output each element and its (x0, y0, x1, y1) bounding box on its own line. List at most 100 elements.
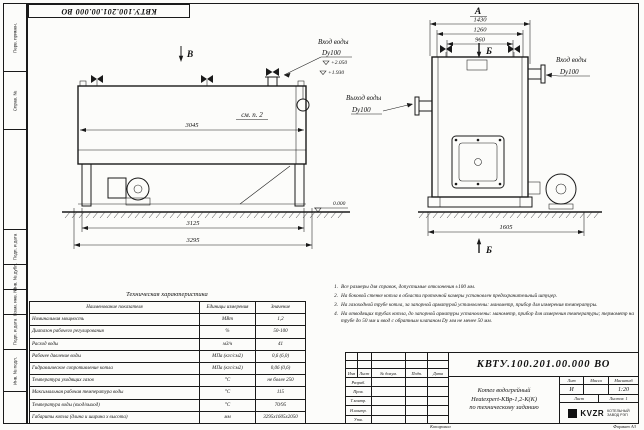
section-label: Б (485, 246, 492, 256)
cell: Рабочее давление воды (29, 349, 200, 363)
cell: МПа (кгс/см2) (199, 361, 256, 376)
note-text: Все размеры для справок, допустимые откл… (341, 284, 476, 290)
note-item: 4.На отводящих трубах котла, до запорной… (330, 311, 636, 325)
format-note: Формат А3 (613, 424, 636, 429)
lit-label: Лит (560, 377, 584, 384)
see-note-callout: см. п. 2 (236, 111, 268, 120)
cell: 0,06 (0,6) (255, 361, 306, 376)
margin-cell: Инв. № дубл. (4, 263, 26, 291)
dim-1430: 1430 (429, 17, 531, 64)
outlet-callout: Выход воды Dy100 (346, 94, 413, 115)
view-label: А (474, 7, 481, 17)
cell: °С (199, 386, 256, 400)
cell: МВт (199, 313, 256, 327)
sheets-label: Листов (609, 396, 624, 401)
see-note-text: см. п. 2 (241, 111, 263, 119)
cell: 70/95 (255, 398, 306, 412)
col-header: Изм (346, 369, 358, 377)
tech-characteristics-table: Наименование показателя Единицы измерени… (29, 300, 306, 425)
section-label: Б (485, 47, 492, 57)
col-header: Единицы измерения (199, 300, 256, 315)
logo-text: KVZR (580, 408, 605, 418)
scale-label: Масштаб (614, 378, 633, 383)
outlet-dn: Dy100 (351, 106, 371, 114)
inlet-dn: Dy100 (321, 49, 341, 57)
water-inlet-nozzle (265, 68, 280, 87)
view-label: В (186, 50, 193, 60)
inlet-callout: Вход воды Dy100 (283, 38, 352, 78)
sheet-label: Лист (560, 395, 599, 402)
margin-cell: Подп. и дата (4, 315, 26, 350)
dim-text: 1430 (474, 17, 488, 24)
role-label: Н.контр. (346, 406, 372, 415)
cell: 1,2 (255, 313, 306, 327)
side-view: 3045 3125 3295 В (62, 38, 352, 249)
note-item: 1.Все размеры для справок, допустимые от… (330, 284, 636, 291)
front-view: А 1430 1260 (346, 7, 602, 256)
outlet-pipe (414, 96, 433, 116)
cell: Максимальная рабочая температура воды (29, 386, 200, 400)
table-row: Габариты котла (длина и ширина х высота)… (29, 410, 306, 425)
outlet-label: Выход воды (346, 94, 382, 102)
inlet-callout: Вход воды Dy100 (545, 56, 590, 78)
cell: Температура воды (вход/выход) (29, 398, 200, 412)
margin-cell: Подп. и дата (4, 230, 26, 265)
logo-subtitle: КОТЕЛЬНЫЙ ЗАВОД РЭП (607, 409, 630, 418)
note-text: На отводящих трубах котла, до запорной а… (341, 311, 634, 325)
cell: Диапазон рабочего регулирования (29, 325, 200, 339)
dim-3295: 3295 (73, 208, 313, 249)
doc-number: КВТУ.100.201.00.000 ВО (449, 353, 638, 377)
mass-value (584, 385, 609, 394)
elevation-text: 0.000 (333, 201, 346, 207)
section-mark-b-top: Б (476, 43, 492, 58)
cell: 50-100 (255, 325, 306, 339)
cell: 115 (255, 386, 306, 400)
dim-960: 960 (446, 37, 514, 57)
role-label: Разраб. (346, 378, 372, 387)
col-header: № докум. (372, 369, 407, 377)
margin-cell: Взам. инв. № (4, 288, 26, 316)
table-header-row: Наименование показателя Единицы измерени… (29, 300, 306, 315)
cell: % (199, 325, 256, 339)
copied-note: Копировал (430, 424, 451, 429)
notes-block: 1.Все размеры для справок, допустимые от… (330, 284, 636, 327)
section-mark-b-bottom: Б (476, 238, 492, 256)
burner-motor (107, 177, 151, 206)
cell: МПа (кгс/см2) (199, 349, 256, 363)
flue-fan (527, 173, 577, 210)
ground-hatch (64, 211, 344, 219)
col-header: Подп. (406, 369, 429, 377)
cell: Расход воды (29, 337, 200, 351)
kvzr-logo-icon (568, 408, 578, 418)
cell: Температура уходящих газов (29, 374, 200, 388)
dim-text: 1605 (500, 224, 514, 231)
role-label: Пров. (346, 387, 372, 396)
doc-number-stamp: КВТУ.100.201.00.000 ВО (28, 4, 190, 18)
col-header: Наименование показателя (29, 300, 200, 315)
role-label: Т.контр. (346, 396, 372, 406)
margin-cell: Справ. № (4, 72, 26, 130)
logo-subtitle-line: КОТЕЛЬНЫЙ (607, 408, 630, 413)
cell: °С (199, 398, 256, 412)
cell: 3295х1605х2050 (255, 410, 306, 425)
table-row: Диапазон рабочего регулирования%50-100 (29, 325, 306, 339)
lit-value: И (560, 385, 584, 394)
product-name: Котел водогрейный Heatexpert-КВр-1,2-К(К… (449, 377, 560, 423)
cell: м3/ч (199, 337, 256, 351)
note-number: 2. (334, 293, 338, 300)
elevation-mark: +1.930 (319, 70, 344, 76)
gauge-icon (296, 86, 310, 112)
note-number: 4. (334, 311, 338, 318)
zero-elevation-mark: 0.000 (314, 201, 348, 213)
elevation-text: +1.930 (328, 70, 344, 76)
titleblock-meta: Лит Масса Масштаб И 1:20 Лист Листов 1 (560, 377, 638, 423)
sheets-value: 1 (625, 396, 628, 401)
sheets-cell: Листов 1 (599, 395, 638, 402)
inlet-label: Вход воды (318, 38, 349, 46)
left-margin-strip: Перв. примен. Справ. № Подп. и дата Инв.… (3, 3, 27, 424)
